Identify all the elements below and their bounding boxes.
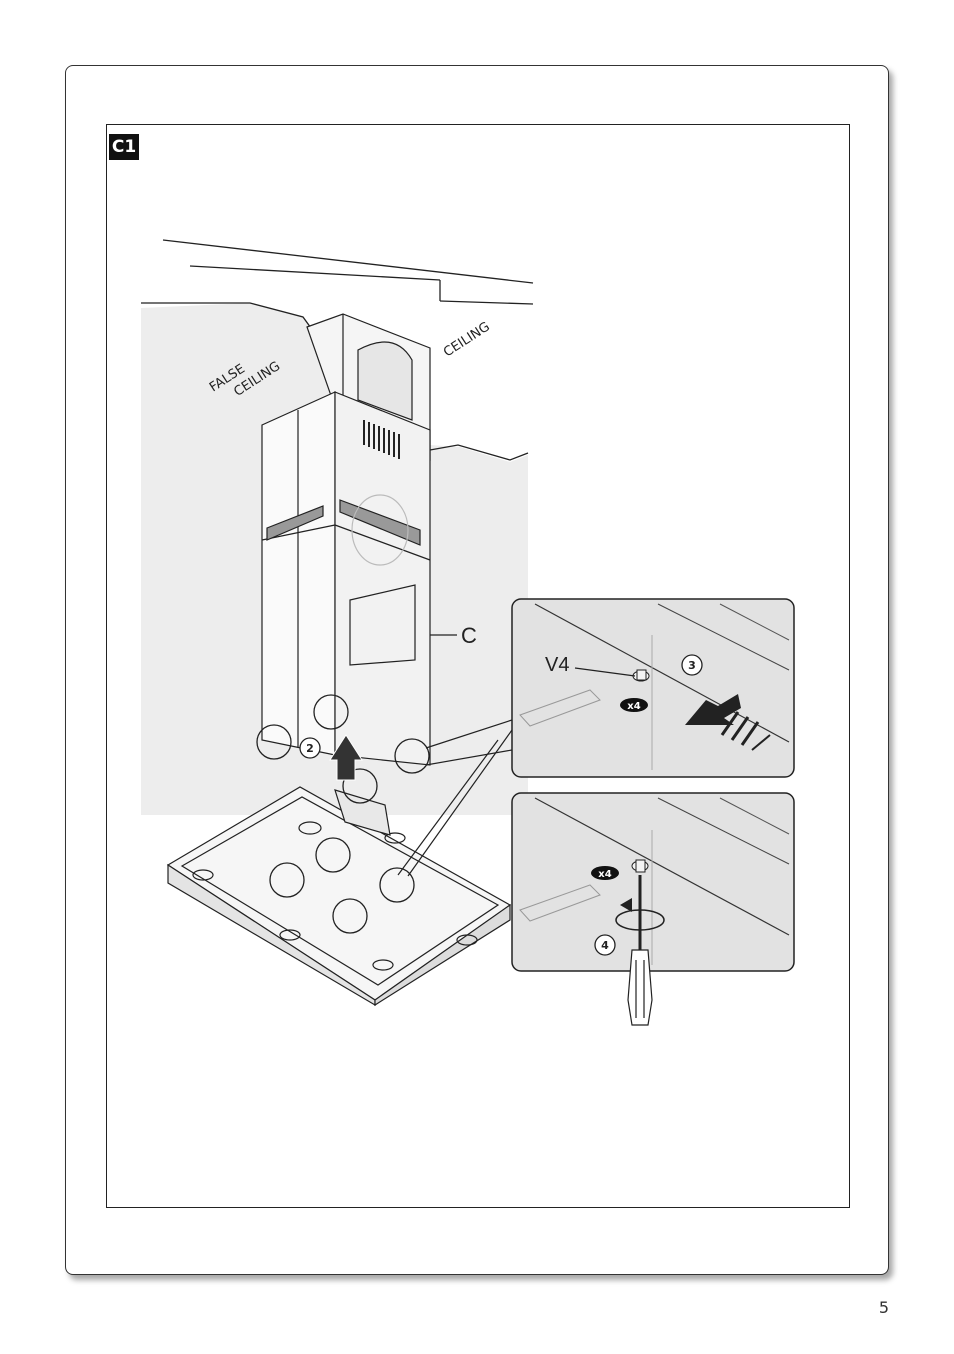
detail-panel-4 xyxy=(512,793,794,971)
part-c-label: C xyxy=(461,623,477,648)
screw-v4-label: V4 xyxy=(545,654,569,676)
outer-chimney xyxy=(262,392,430,765)
detail-panel-3 xyxy=(512,599,794,777)
step-2-number: 2 xyxy=(306,742,314,755)
hood-canopy xyxy=(168,787,510,1005)
step-3-number: 3 xyxy=(688,659,696,672)
ceiling-text: CEILING xyxy=(441,319,493,360)
ceiling-label: CEILING xyxy=(441,319,493,360)
qty-bottom-text: x4 xyxy=(598,869,611,880)
qty-top-text: x4 xyxy=(627,701,640,712)
ceiling-lines xyxy=(163,240,533,304)
step-4-number: 4 xyxy=(601,939,609,952)
